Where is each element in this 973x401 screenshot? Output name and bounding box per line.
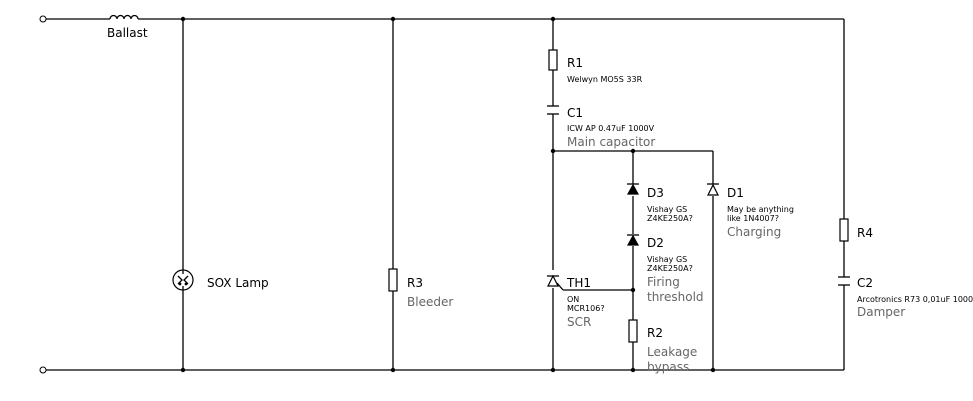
d2-ref: D2 — [647, 236, 664, 250]
d2-zener-diode — [626, 234, 640, 246]
d3-value-line1: Vishay GS — [647, 205, 687, 214]
r1-value: Welwyn MO5S 33R — [567, 75, 643, 84]
wires — [46, 18, 845, 371]
th1-description: SCR — [567, 315, 591, 329]
r1-ref: R1 — [567, 56, 583, 70]
r3-ref: R3 — [407, 276, 423, 290]
th1-scr-thyristor — [547, 274, 559, 287]
c1-ref: C1 — [567, 106, 583, 120]
junctions — [180, 16, 716, 373]
d2-value-line1: Vishay GS — [647, 255, 687, 264]
d2-description-line1: Firing — [647, 275, 680, 289]
c1-value: ICW AP 0.47uF 1000V — [567, 124, 655, 133]
c1-capacitor — [547, 105, 559, 115]
r2-description-line2: bypass — [647, 360, 689, 374]
sox-lamp-symbol — [172, 266, 194, 294]
th1-ref: TH1 — [566, 276, 591, 290]
r2-description-line1: Leakage — [647, 345, 697, 359]
d1-diode — [707, 183, 719, 196]
d3-ref: D3 — [647, 186, 664, 200]
d1-value-line1: May be anything — [727, 205, 794, 214]
d1-description: Charging — [727, 225, 781, 239]
r3-description: Bleeder — [407, 295, 453, 309]
r1-resistor — [548, 49, 558, 71]
c2-ref: C2 — [857, 276, 873, 290]
terminal-bottom — [39, 366, 47, 374]
d1-ref: D1 — [727, 186, 744, 200]
d2-value-line2: Z4KE250A? — [647, 264, 693, 273]
d2-description-line2: threshold — [647, 290, 704, 304]
r4-ref: R4 — [857, 226, 873, 240]
c2-value: Arcotronics R73 0,01uF 1000V — [857, 295, 973, 304]
d3-value-line2: Z4KE250A? — [647, 214, 693, 223]
c2-description: Damper — [857, 305, 905, 319]
ballast-inductor — [109, 14, 139, 20]
th1-value-line1: ON — [567, 295, 579, 304]
d3-zener-diode — [626, 183, 640, 195]
sox-lamp-label: SOX Lamp — [207, 276, 269, 290]
terminal-top — [39, 15, 47, 23]
c1-description: Main capacitor — [567, 135, 655, 149]
r4-resistor — [839, 218, 849, 242]
d1-value-line2: like 1N4007? — [727, 214, 779, 223]
r2-resistor — [628, 319, 638, 343]
r2-ref: R2 — [647, 326, 663, 340]
r3-resistor — [388, 268, 398, 292]
c2-capacitor — [838, 276, 850, 286]
ballast-label: Ballast — [107, 26, 148, 40]
th1-value-line2: MCR106? — [567, 304, 605, 313]
